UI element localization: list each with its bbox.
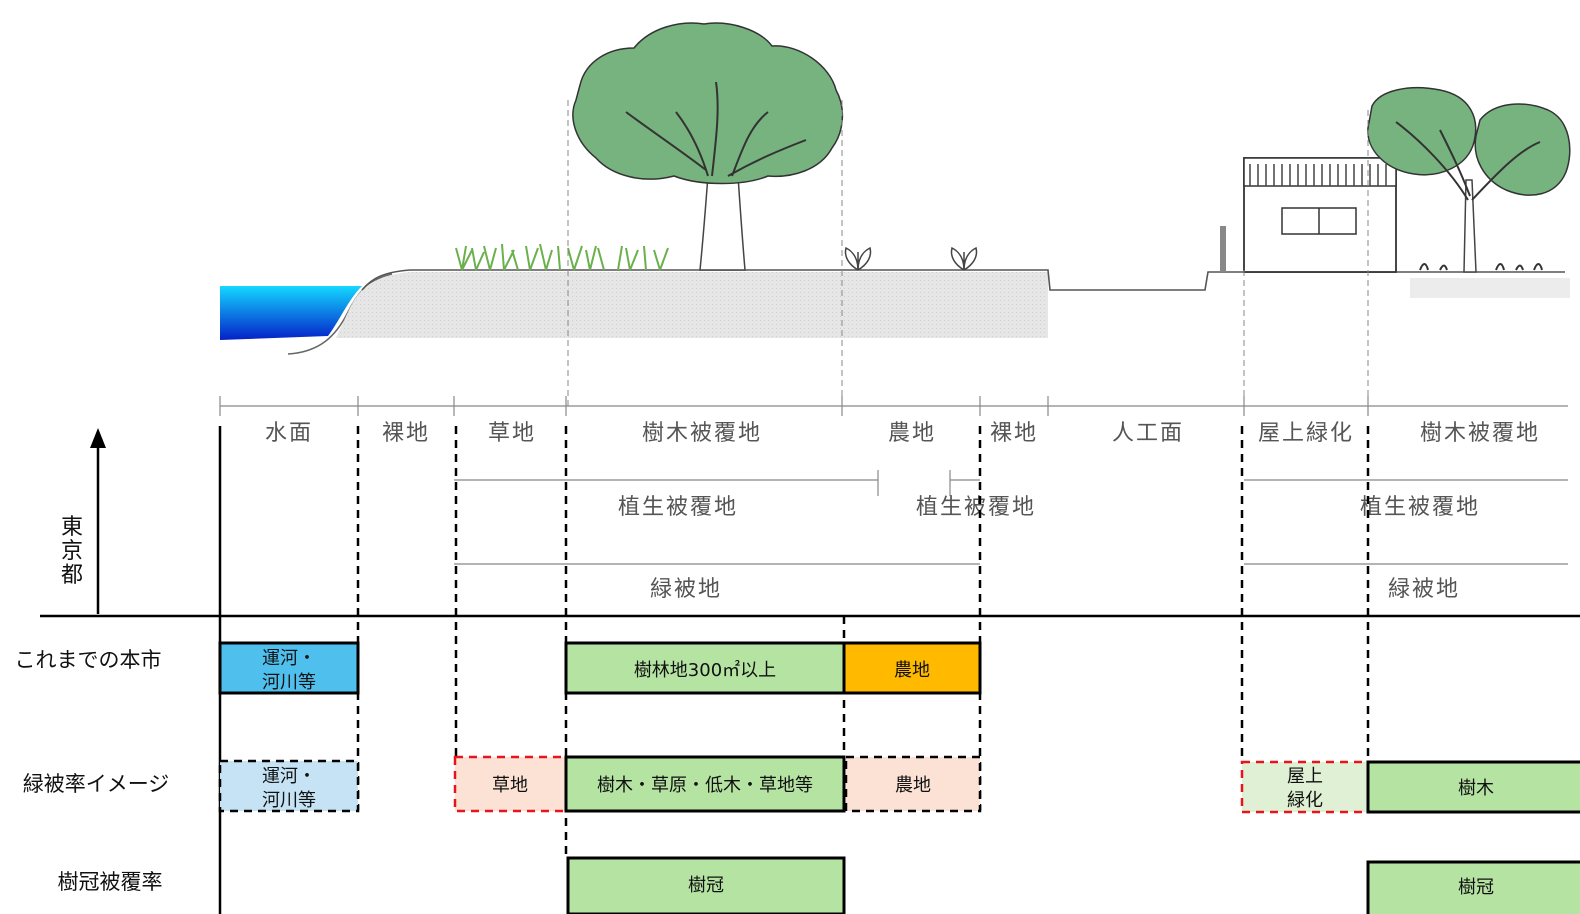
category-forest-2: 樹木被覆地 [1420,421,1540,446]
landscape-illustration [220,22,1571,355]
farm-plants [844,246,978,271]
box-rooftop-line1: 屋上 [1287,766,1323,787]
range-green-1: 緑被地 [650,577,722,602]
box-canal-image-line1: 運河・ [262,766,316,787]
box-rooftop-line2: 緑化 [1287,790,1323,811]
grass-tufts [455,243,669,271]
box-farm-previous-label: 農地 [894,660,930,681]
right-ground-strip [1410,278,1570,298]
range-vegetation-1: 植生被覆地 [618,495,738,520]
box-trees-image-label: 樹木・草原・低木・草地等 [597,775,813,796]
box-forest300-label: 樹林地300㎡以上 [634,659,776,681]
box-trees-right [1366,760,1580,814]
range-green-2: 緑被地 [1388,577,1460,602]
row-previous: 運河・ 河川等 樹林地300㎡以上 農地 [218,641,982,695]
category-farm: 農地 [888,421,936,446]
box-canal-image-line2: 河川等 [262,790,316,811]
row-green-image: 運河・ 河川等 草地 樹木・草原・低木・草地等 農地 屋上 緑化 樹木 [218,755,1580,814]
range-vegetation-3: 植生被覆地 [1360,495,1480,520]
row-label-previous: これまでの本市 [15,648,162,672]
right-tree-illustration [1367,87,1571,273]
row-canopy: 樹冠 樹冠 [566,856,1580,914]
box-canopy-mid [566,856,846,914]
box-farm-image-label: 農地 [895,775,931,796]
ground-mass [336,272,1048,338]
post [1220,226,1226,272]
category-rooftop: 屋上緑化 [1258,421,1354,446]
box-trees-image [564,755,846,813]
row-label-canopy: 樹冠被覆率 [58,870,163,894]
range-vegetation-2: 植生被覆地 [916,495,1036,520]
box-trees-right-label: 樹木 [1458,778,1494,799]
category-artificial: 人工面 [1112,421,1184,446]
box-canal-previous [218,641,360,695]
box-forest300 [564,641,846,695]
box-canopy-right-label: 樹冠 [1458,877,1494,898]
tokyo-char-3: 都 [61,563,83,588]
category-forest-1: 樹木被覆地 [642,421,762,446]
tree-guides [567,100,1369,406]
box-canopy-mid-label: 樹冠 [688,875,724,896]
box-canal-image [218,759,360,813]
category-labels: 水面 裸地 草地 樹木被覆地 農地 裸地 人工面 屋上緑化 樹木被覆地 植生被覆… [265,421,1540,602]
category-bare-1: 裸地 [382,421,430,446]
arrow-head [90,428,106,448]
riverbank-line [287,273,393,355]
tokyo-char-2: 京 [61,539,83,564]
water-body [220,286,362,340]
ground-surface-line [361,269,1565,291]
box-canopy-right [1366,860,1580,914]
axis: 東 京 都 [40,428,1580,618]
box-grass-image [453,755,568,813]
row-label-green-image: 緑被率イメージ [23,772,170,796]
category-grass: 草地 [488,421,536,446]
box-farm-image [844,755,982,813]
box-grass-image-label: 草地 [492,775,528,796]
category-bare-2: 裸地 [990,421,1038,446]
box-canal-previous-line1: 運河・ [262,648,316,669]
box-canal-previous-line2: 河川等 [262,672,316,693]
box-farm-previous [842,641,982,695]
tokyo-char-1: 東 [61,515,83,540]
large-tree-illustration [572,22,844,271]
category-water: 水面 [265,421,313,446]
rooftop-building [1243,157,1397,273]
box-rooftop-image [1240,760,1370,814]
